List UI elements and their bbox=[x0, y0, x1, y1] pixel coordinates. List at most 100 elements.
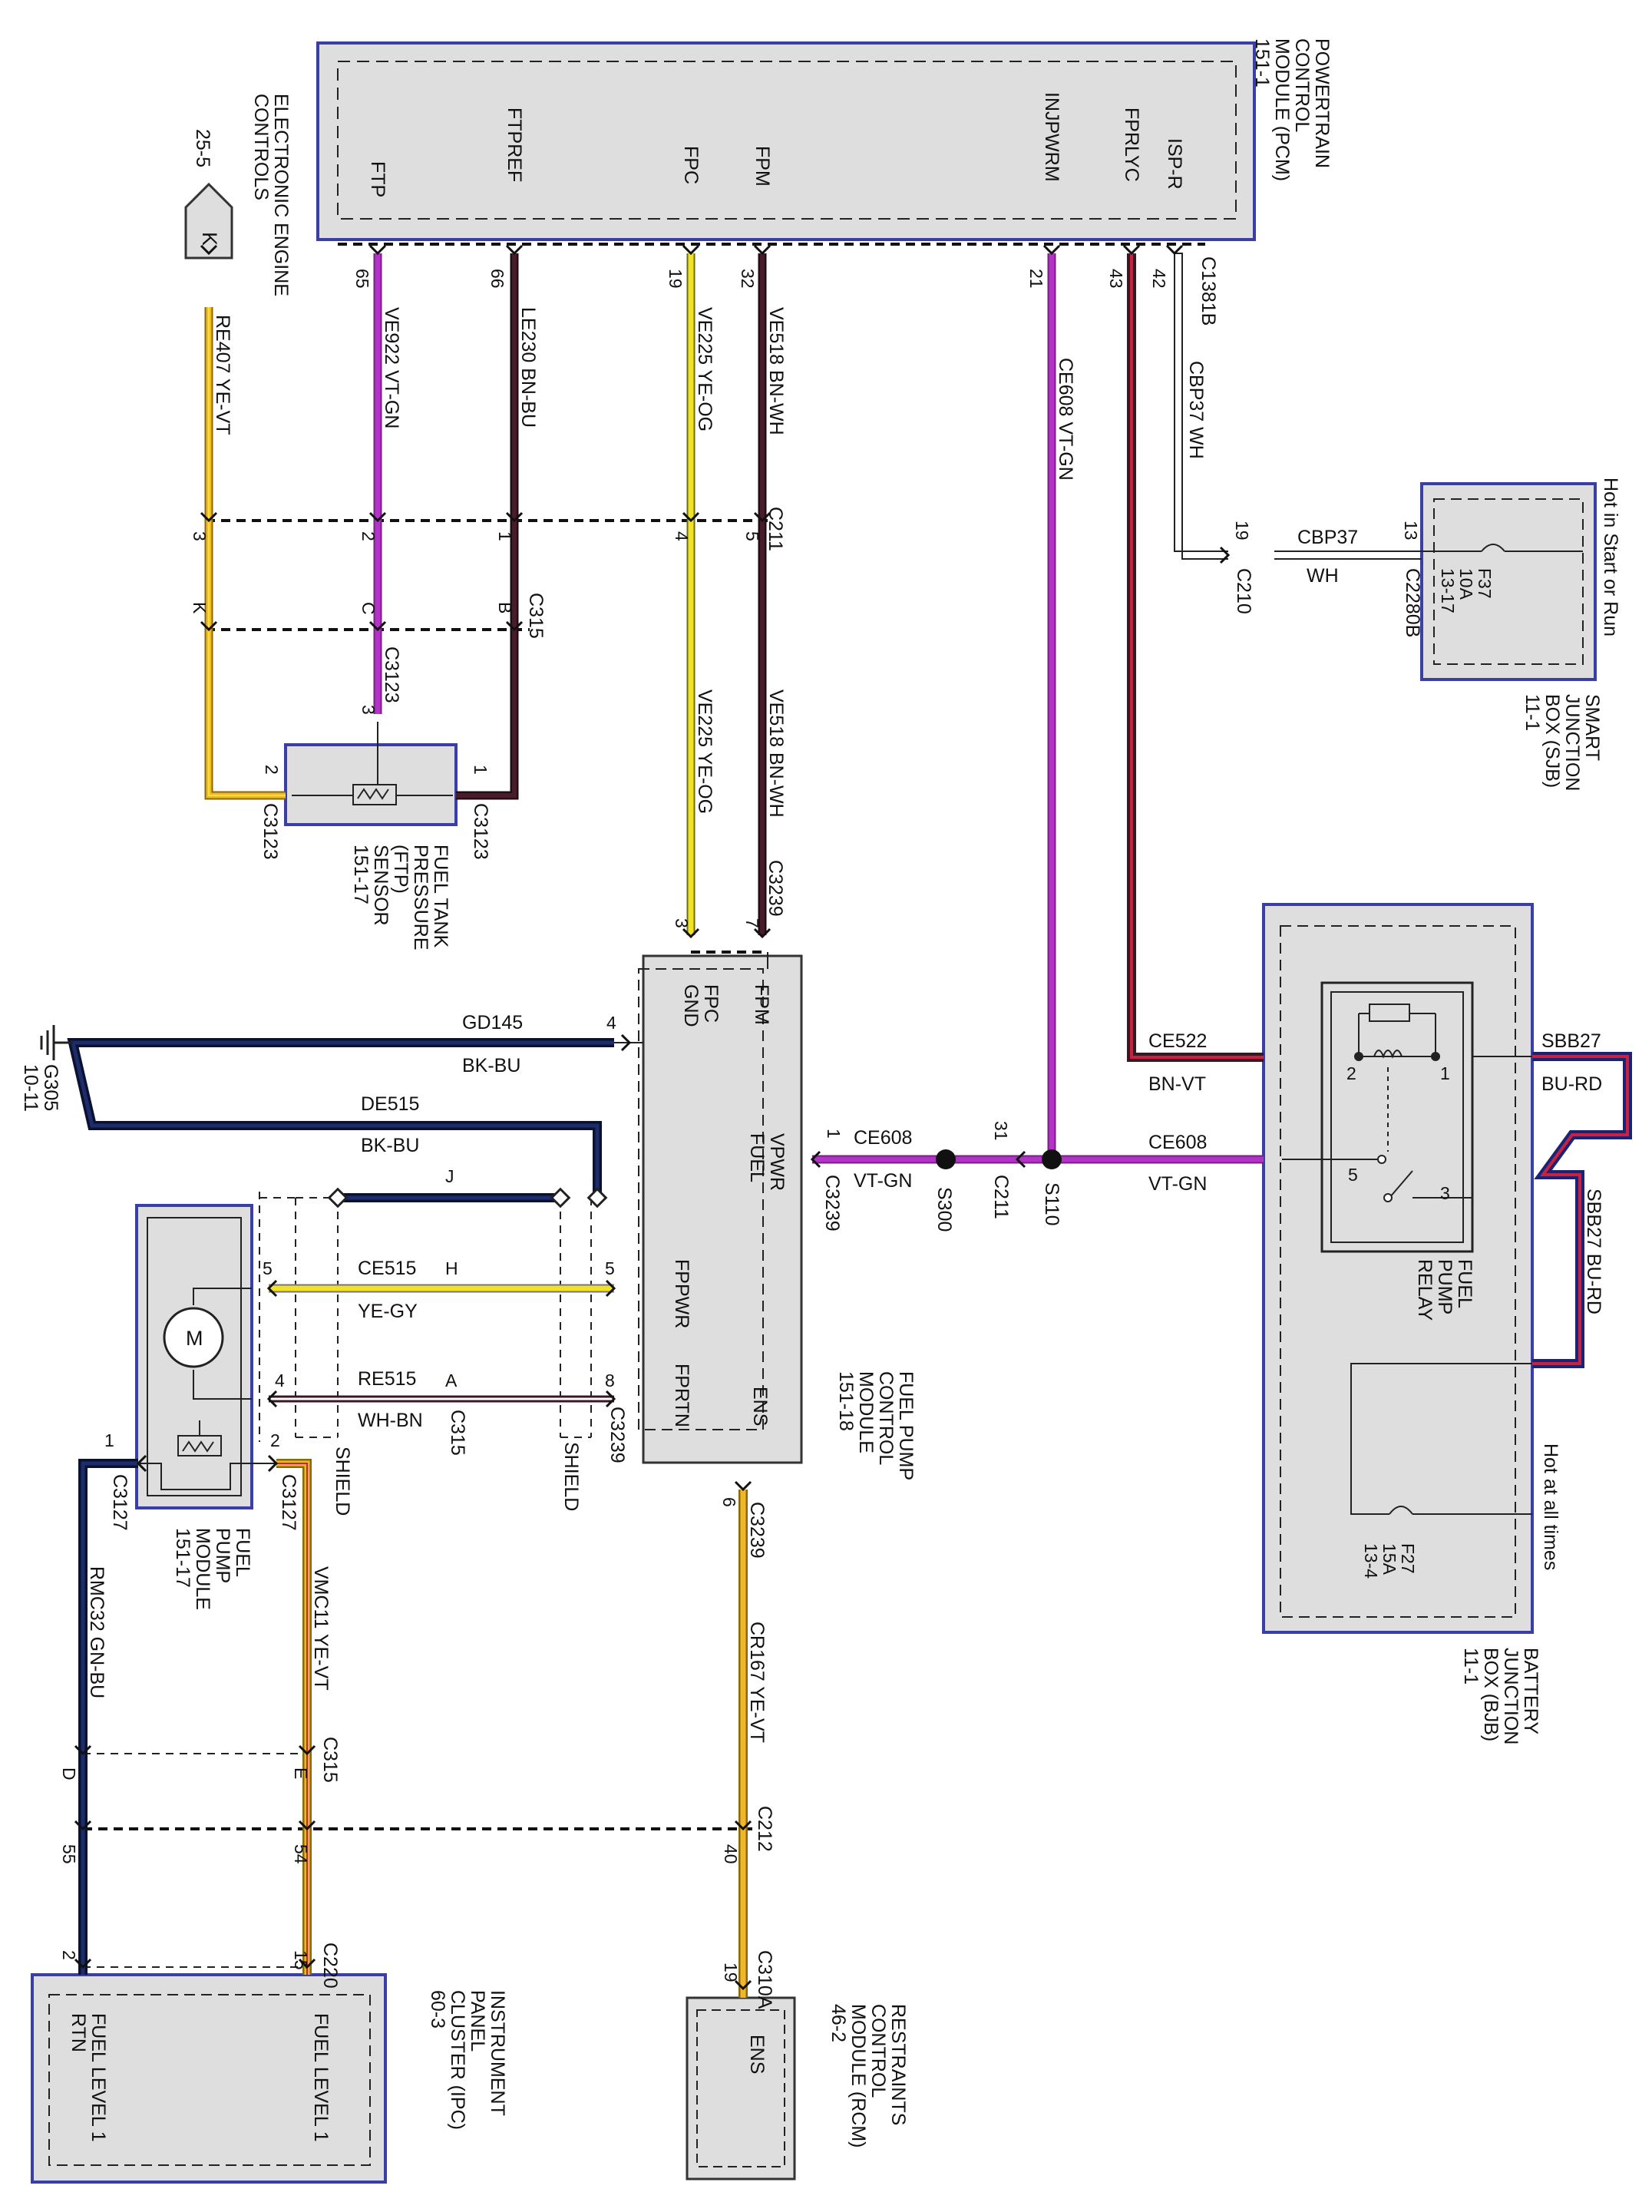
relay-box bbox=[1320, 981, 1474, 1253]
pin-c211-1: 1 bbox=[495, 531, 515, 541]
rcm-line4: 46-2 bbox=[828, 2004, 849, 2042]
relay-pin-3: 3 bbox=[1440, 1183, 1450, 1203]
pin-ens-6: 6 bbox=[719, 1497, 739, 1507]
connector-c3239-side: C3239 bbox=[606, 1407, 628, 1463]
pcm-pin-fpm: FPM bbox=[752, 146, 773, 187]
pcm-box-inner bbox=[337, 61, 1237, 220]
pin-19: 19 bbox=[666, 269, 686, 289]
pcm-pin-fprlyc: FPRLYC bbox=[1121, 107, 1142, 182]
wire-rmc32 bbox=[78, 1459, 138, 1975]
connector-chevron bbox=[298, 1958, 316, 1969]
fpcm-pin-fpc: FPC bbox=[700, 984, 722, 1023]
re515-id: RE515 bbox=[358, 1368, 416, 1390]
bjb-hot-label: Hot at all times bbox=[1540, 1443, 1561, 1570]
sjb-line2: JUNCTION bbox=[1561, 694, 1583, 791]
pin-c315-c: C bbox=[358, 602, 378, 615]
fpcm-pin-ens: ENS bbox=[749, 1387, 771, 1426]
connector-chevron bbox=[266, 1279, 278, 1298]
connector-chevron bbox=[605, 1279, 616, 1298]
fpcm-line4: 151-18 bbox=[835, 1371, 857, 1431]
ipc-line2: PANEL bbox=[467, 1990, 488, 2052]
sjb-line4: 11-1 bbox=[1521, 694, 1543, 731]
wire-label-ce608: CE608 VT-GN bbox=[1055, 358, 1076, 481]
connector-chevron bbox=[505, 511, 524, 523]
relay-internal bbox=[1282, 1004, 1472, 1202]
pin-c3123-2: 2 bbox=[262, 765, 282, 775]
fpm-line2: PUMP bbox=[212, 1528, 233, 1583]
pcm-pin-ftp: FTP bbox=[367, 161, 388, 197]
fpcm-title: FUEL PUMP CONTROL MODULE 151-18 bbox=[835, 1371, 917, 1480]
ipc-box-inner bbox=[48, 1994, 371, 2166]
splice-s300 bbox=[936, 1149, 956, 1169]
rcm-box bbox=[686, 1996, 796, 2181]
rcm-title: RESTRAINTS CONTROL MODULE (RCM) 46-2 bbox=[828, 2004, 909, 2148]
pin-c3239-3: 3 bbox=[672, 918, 692, 928]
gd145-id: GD145 bbox=[462, 1012, 523, 1033]
sjb-hot-label: Hot in Start or Run bbox=[1600, 478, 1621, 636]
pcm-title-line1: POWERTRAIN bbox=[1311, 38, 1333, 168]
diamond-splices bbox=[327, 1187, 608, 1208]
pin-42: 42 bbox=[1149, 269, 1169, 289]
pin-pump-4: 4 bbox=[275, 1371, 285, 1390]
sbb27-color: BU-RD bbox=[1541, 1073, 1602, 1095]
pin-c212-54: 54 bbox=[291, 1844, 311, 1864]
wire-label-rmc32: RMC32 GN-BU bbox=[86, 1566, 107, 1698]
fpcm-box-inner bbox=[638, 968, 764, 1430]
pin-rcm-19: 19 bbox=[721, 1962, 741, 1982]
cbp37-wire-color: WH bbox=[1307, 565, 1339, 587]
wire-le230 bbox=[456, 253, 519, 800]
fpcm-pin-vpwr: VPWR bbox=[766, 1133, 788, 1191]
relay-pin-2: 2 bbox=[1346, 1063, 1356, 1083]
connector-chevron bbox=[74, 1744, 92, 1756]
connector-chevron bbox=[1122, 244, 1141, 256]
sjb-fuse-ref: 13-17 bbox=[1438, 568, 1458, 613]
relay-title: FUEL PUMP RELAY bbox=[1414, 1259, 1475, 1321]
sjb-title: SMART JUNCTION BOX (SJB) 11-1 bbox=[1521, 694, 1603, 791]
fpcm-box bbox=[642, 954, 803, 1464]
connector-chevron bbox=[734, 1820, 752, 1831]
pin-32: 32 bbox=[738, 269, 758, 289]
connector-c315-top: C315 bbox=[525, 593, 547, 639]
bjb-line2: JUNCTION bbox=[1500, 1648, 1521, 1744]
ftp-sensor-internal bbox=[292, 722, 453, 805]
sbb27-v-label: SBB27 BU-RD bbox=[1583, 1189, 1604, 1314]
connector-c220: C220 bbox=[319, 1943, 341, 1989]
ce522-color: BN-VT bbox=[1148, 1073, 1206, 1095]
eec-title-line1: ELECTRONIC ENGINE bbox=[270, 94, 292, 296]
ftp-sensor-box bbox=[284, 743, 458, 826]
pin-pump-2: 2 bbox=[270, 1430, 280, 1450]
connector-chevron bbox=[682, 511, 700, 523]
pin-c315-a: A bbox=[445, 1371, 458, 1390]
relay-pin-1: 1 bbox=[1440, 1063, 1450, 1083]
ce608-mid-color: VT-GN bbox=[854, 1170, 912, 1192]
connector-chevron bbox=[266, 1390, 278, 1408]
gd145-color: BK-BU bbox=[462, 1055, 520, 1076]
sjb-line3: BOX (SJB) bbox=[1541, 694, 1563, 788]
pin-c3123-1: 1 bbox=[471, 765, 491, 775]
pin-66: 66 bbox=[487, 269, 507, 289]
re515-color: WH-BN bbox=[358, 1410, 423, 1431]
connector-c3127-right: C3127 bbox=[278, 1474, 299, 1531]
pin-sjb-13: 13 bbox=[1401, 521, 1421, 541]
connector-chevron bbox=[605, 1390, 616, 1408]
fpm-internal bbox=[138, 1288, 276, 1490]
connector-chevron bbox=[734, 1480, 752, 1492]
bjb-line4: 11-1 bbox=[1460, 1648, 1482, 1685]
fpcm-pin-fppwr: FPPWR bbox=[671, 1259, 692, 1328]
pin-c3239-7: 7 bbox=[742, 918, 762, 928]
connector-chevron bbox=[620, 1033, 632, 1052]
pin-c220-2: 2 bbox=[59, 1950, 79, 1960]
pin-21: 21 bbox=[1026, 269, 1046, 289]
sjb-box-inner bbox=[1433, 498, 1584, 665]
connector-chevron bbox=[368, 244, 387, 256]
connector-chevron bbox=[1219, 546, 1231, 564]
cbp37-wire-id: CBP37 bbox=[1297, 527, 1358, 548]
ftp-line5: 151-17 bbox=[350, 845, 372, 904]
connector-c211-mid: C211 bbox=[990, 1175, 1012, 1219]
wire-label-ve225-lower: VE225 YE-OG bbox=[694, 689, 715, 814]
wire-ce522 bbox=[1127, 253, 1264, 1062]
fpm-line4: 151-17 bbox=[172, 1528, 193, 1588]
ce608-right-color: VT-GN bbox=[1148, 1173, 1207, 1195]
